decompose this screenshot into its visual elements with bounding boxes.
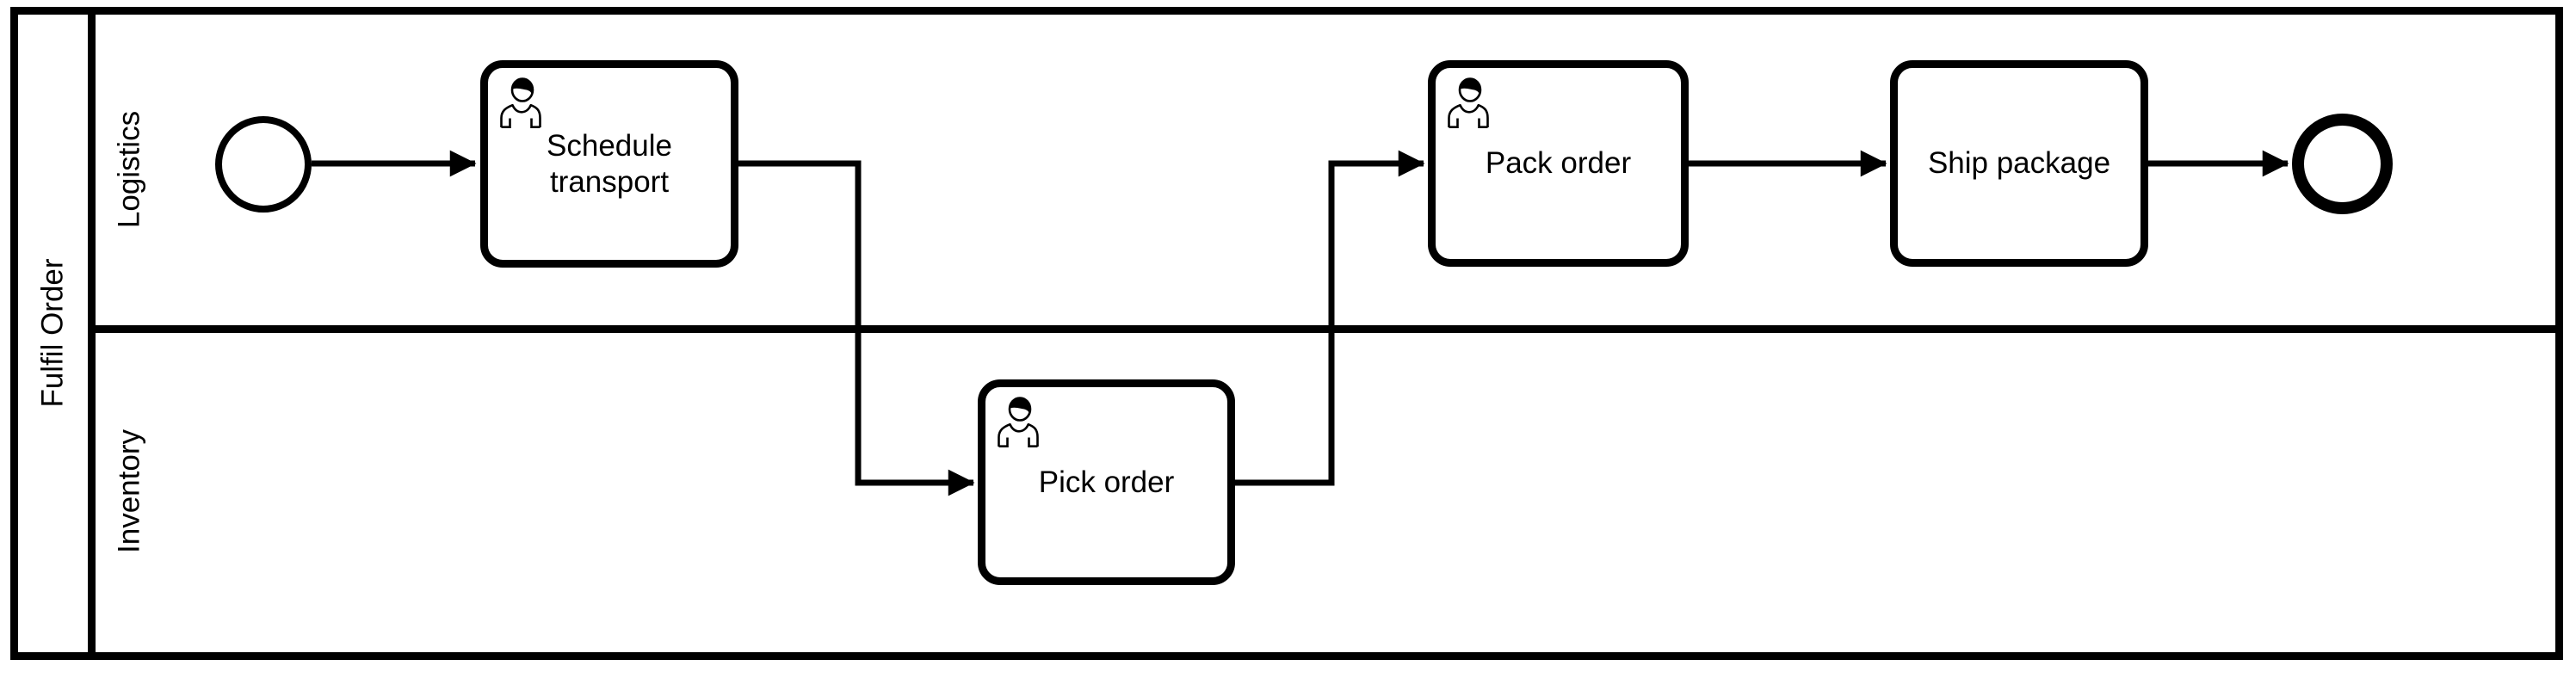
user-icon (500, 77, 541, 128)
task-label: Pack order (1485, 146, 1632, 180)
task-pick-order[interactable]: Pick order (978, 379, 1235, 585)
task-pack-order[interactable]: Pack order (1428, 60, 1689, 267)
pool-header-separator (88, 15, 96, 652)
start-event[interactable] (215, 116, 312, 213)
user-icon (1448, 77, 1489, 128)
pool-boundary (10, 7, 2563, 660)
lane-divider (96, 325, 2555, 333)
task-label: Ship package (1927, 146, 2111, 180)
task-label: Pick order (1038, 465, 1175, 499)
lane-label-logistics: Logistics (112, 110, 146, 229)
pool-label: Fulfil Order (35, 258, 70, 408)
user-icon (998, 397, 1039, 447)
lane-label-inventory: Inventory (112, 429, 146, 553)
task-ship-package[interactable]: Ship package (1890, 60, 2148, 267)
end-event[interactable] (2292, 114, 2393, 214)
task-schedule-transport[interactable]: Schedule transport (480, 60, 738, 268)
task-label: Schedule transport (547, 128, 672, 199)
